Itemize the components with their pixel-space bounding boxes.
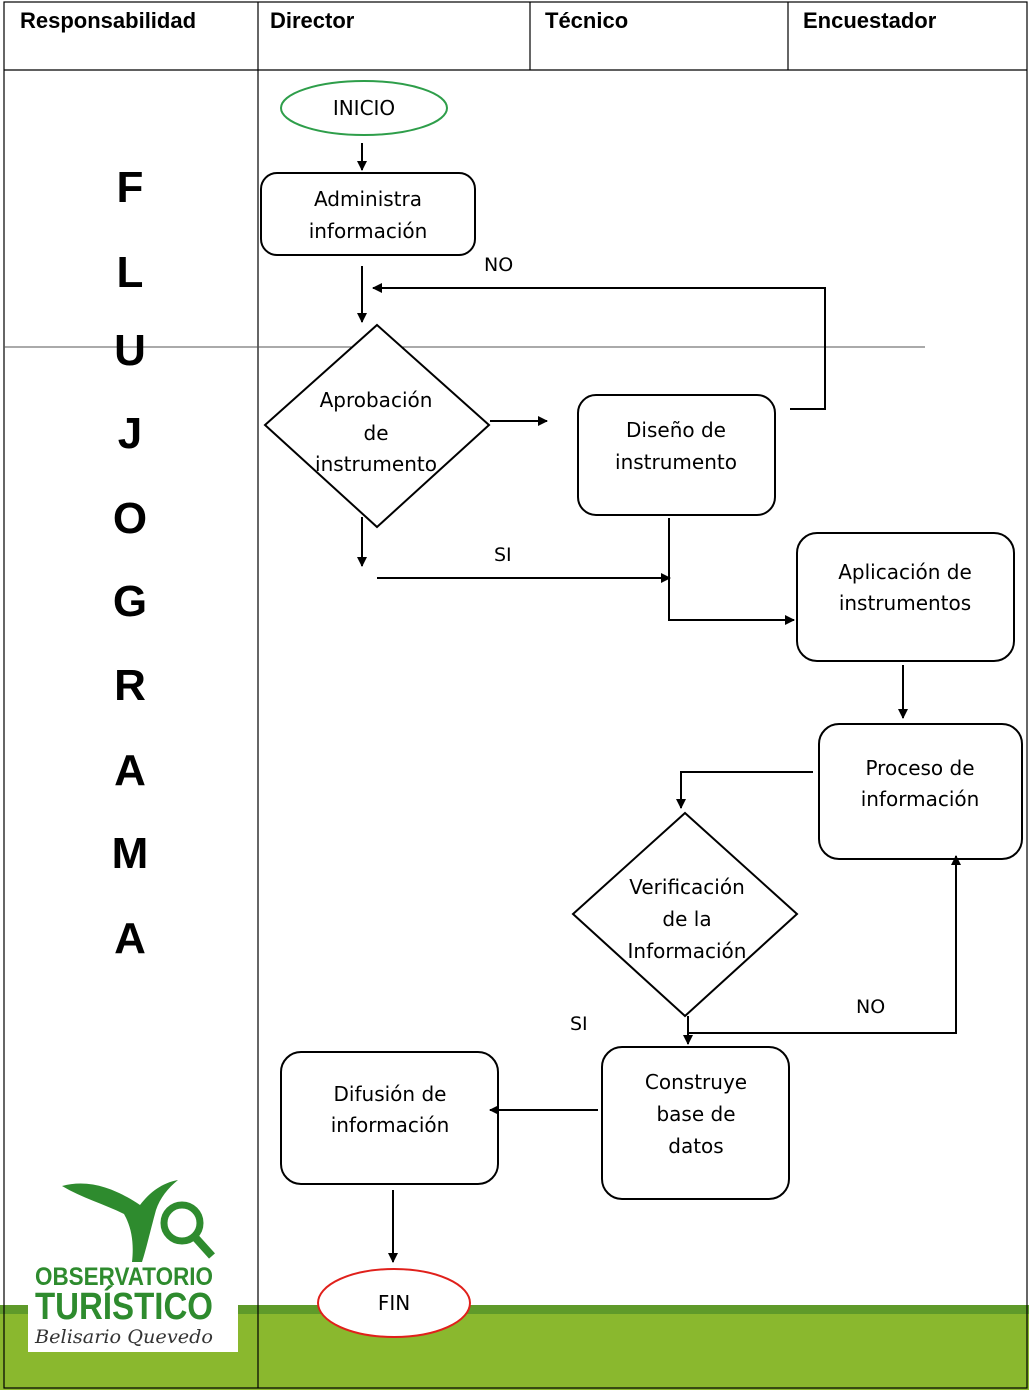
construye-box bbox=[601, 1046, 790, 1200]
construye-label-line: datos bbox=[668, 1134, 723, 1158]
aprobacion-label-line: Aprobación bbox=[320, 388, 433, 412]
vertical-title-letter: O bbox=[113, 494, 147, 543]
vertical-title-letter: R bbox=[114, 661, 146, 710]
edge-label-no-bottom: NO bbox=[856, 996, 885, 1018]
arrow-proceso-to-verificacion bbox=[676, 771, 813, 809]
aplicacion-box bbox=[796, 532, 1015, 662]
hummingbird-icon bbox=[62, 1180, 178, 1262]
diseno-label-line: Diseño de bbox=[626, 418, 726, 442]
start-label: INICIO bbox=[333, 96, 395, 120]
edge-label-si-top: SI bbox=[494, 544, 512, 566]
difusion-box bbox=[280, 1051, 499, 1185]
logo-line-1: OBSERVATORIO bbox=[35, 1263, 213, 1291]
footer-band-line bbox=[0, 1305, 1029, 1314]
aplicacion-label-line: instrumentos bbox=[839, 591, 971, 615]
administra-label-line: información bbox=[309, 219, 428, 243]
edge-label-si-bottom: SI bbox=[570, 1013, 588, 1035]
column-header-responsabilidad: Responsabilidad bbox=[20, 8, 196, 33]
difusion-label-line: Difusión de bbox=[334, 1082, 447, 1106]
vertical-title-letter: G bbox=[113, 577, 147, 626]
end-oval bbox=[317, 1268, 471, 1338]
diseno-label-line: instrumento bbox=[615, 450, 737, 474]
vertical-title-letter: M bbox=[112, 829, 149, 878]
proceso-label-line: Proceso de bbox=[865, 756, 974, 780]
diseno-box bbox=[577, 394, 776, 516]
column-header-tecnico: Técnico bbox=[545, 8, 628, 33]
construye-label-line: Construye bbox=[645, 1070, 747, 1094]
swimlane-grid bbox=[3, 1, 1028, 1389]
vertical-title-letter: U bbox=[114, 326, 146, 375]
arrow-diseno-to-aplicacion bbox=[668, 518, 795, 625]
verificacion-label-line: Verificación bbox=[629, 875, 745, 899]
column-header-encuestador: Encuestador bbox=[803, 8, 937, 33]
logo-line-2: TURÍSTICO bbox=[35, 1284, 213, 1328]
verificacion-label-line: Información bbox=[628, 939, 747, 963]
aprobacion-diamond bbox=[263, 323, 491, 529]
end-label: FIN bbox=[378, 1291, 410, 1315]
arrow-no-loop-top bbox=[372, 283, 826, 410]
magnifier-icon bbox=[160, 1201, 204, 1245]
verificacion-label-line: de la bbox=[662, 907, 711, 931]
vertical-title-letter: J bbox=[118, 409, 142, 458]
vertical-title-letter: F bbox=[117, 163, 144, 212]
flow-shapes bbox=[260, 80, 1023, 1338]
arrow-no-loop-bottom bbox=[688, 855, 961, 1034]
vertical-title-letter: A bbox=[114, 914, 146, 963]
edge-label-no-top: NO bbox=[484, 254, 513, 276]
column-header-director: Director bbox=[270, 8, 355, 33]
node-labels: INICIO Administra información Aprobación… bbox=[309, 96, 980, 1315]
observatorio-logo: OBSERVATORIO TURÍSTICO Belisario Quevedo bbox=[28, 1170, 238, 1352]
start-oval bbox=[280, 80, 448, 136]
difusion-label-line: información bbox=[331, 1113, 450, 1137]
connectors bbox=[357, 143, 961, 1263]
aplicacion-label-line: Aplicación de bbox=[838, 560, 972, 584]
proceso-label-line: información bbox=[861, 787, 980, 811]
administra-box bbox=[260, 172, 476, 256]
vertical-title: F L U J O G R A M A bbox=[112, 163, 149, 963]
vertical-title-letter: L bbox=[117, 248, 144, 297]
administra-label-line: Administra bbox=[314, 187, 422, 211]
aprobacion-label-line: instrumento bbox=[315, 452, 437, 476]
verificacion-diamond bbox=[571, 811, 799, 1018]
construye-label-line: base de bbox=[656, 1102, 735, 1126]
aprobacion-label-line: de bbox=[364, 421, 389, 445]
proceso-box bbox=[818, 723, 1023, 860]
vertical-title-letter: A bbox=[114, 746, 146, 795]
logo-line-3: Belisario Quevedo bbox=[34, 1326, 213, 1348]
